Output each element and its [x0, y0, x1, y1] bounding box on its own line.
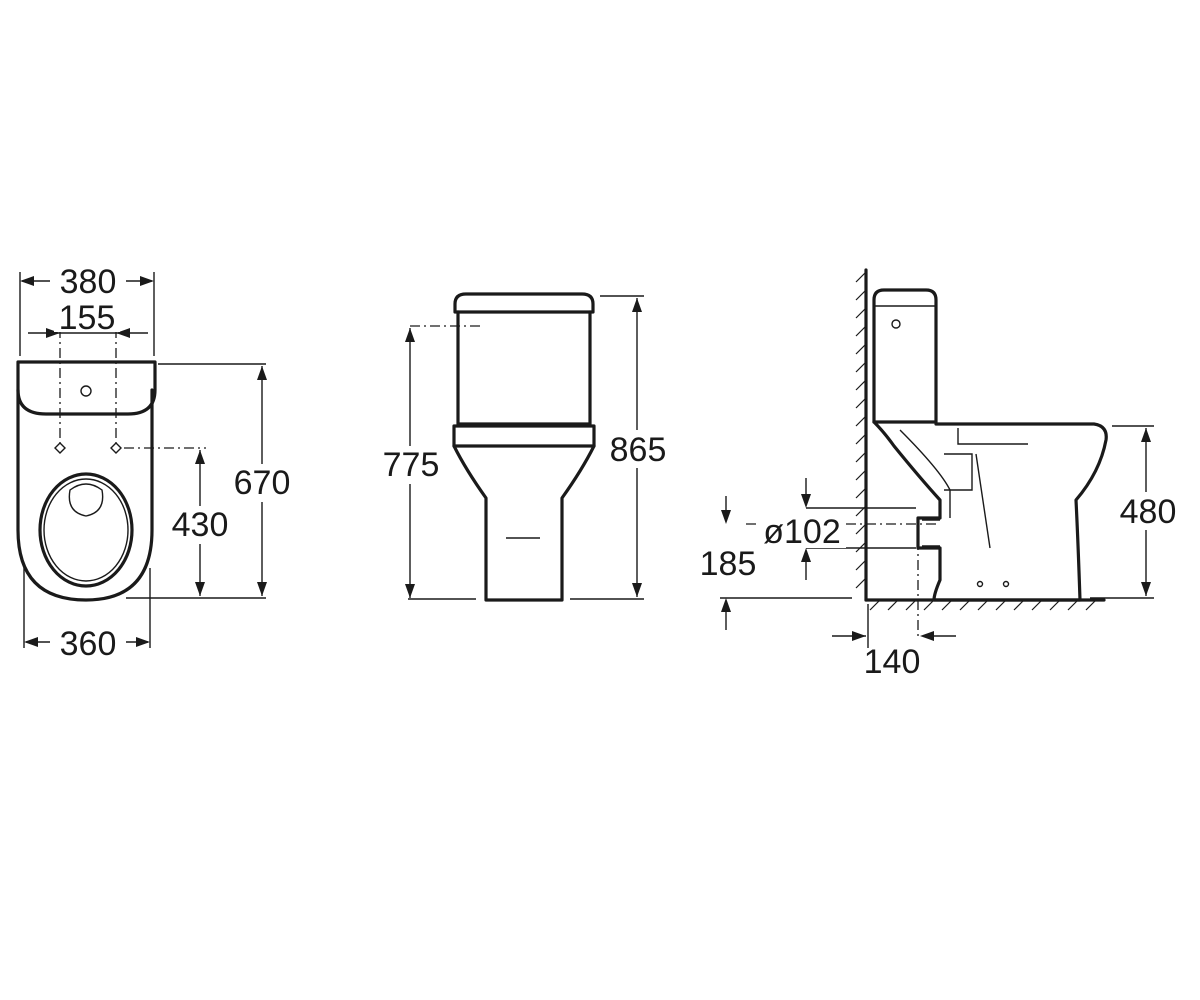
dim-fixing-to-rear: 430 — [172, 506, 229, 544]
dim-overall-width: 380 — [60, 263, 117, 301]
wall-hatching — [855, 271, 867, 589]
top-view-flush-hole — [80, 385, 92, 397]
top-view-fixing-right — [110, 442, 122, 454]
floor-hatching — [869, 599, 1097, 611]
side-view-cistern — [872, 288, 938, 424]
dim-depth: 670 — [234, 464, 291, 502]
side-view-bowl — [872, 420, 1108, 602]
front-view-pedestal — [452, 444, 596, 602]
dim-outlet-diameter: ø102 — [763, 513, 841, 551]
top-view-fixing-left — [54, 442, 66, 454]
dim-fixing-centres: 155 — [59, 299, 116, 337]
side-view: ø102 185 480 140 — [700, 268, 1186, 681]
dim-pan-height: 480 — [1120, 493, 1177, 531]
dim-seat-height: 775 — [383, 446, 440, 484]
dim-outlet-height: 185 — [700, 545, 757, 583]
top-view-seat-inner — [43, 478, 129, 582]
dim-base-width: 360 — [60, 625, 117, 663]
front-view: 775 865 — [374, 292, 676, 602]
top-view-bowl — [16, 388, 154, 602]
top-view-seat-ring — [38, 472, 134, 588]
front-view-seat — [452, 424, 596, 448]
dim-overall-height: 865 — [610, 431, 667, 469]
dim-wall-to-outlet: 140 — [864, 643, 921, 681]
side-view-flush-button — [891, 319, 901, 329]
front-view-cistern — [453, 292, 595, 314]
top-view-rim-opening — [68, 483, 104, 517]
top-view-cistern — [16, 360, 157, 416]
top-view: 380 155 670 430 360 — [16, 262, 298, 663]
